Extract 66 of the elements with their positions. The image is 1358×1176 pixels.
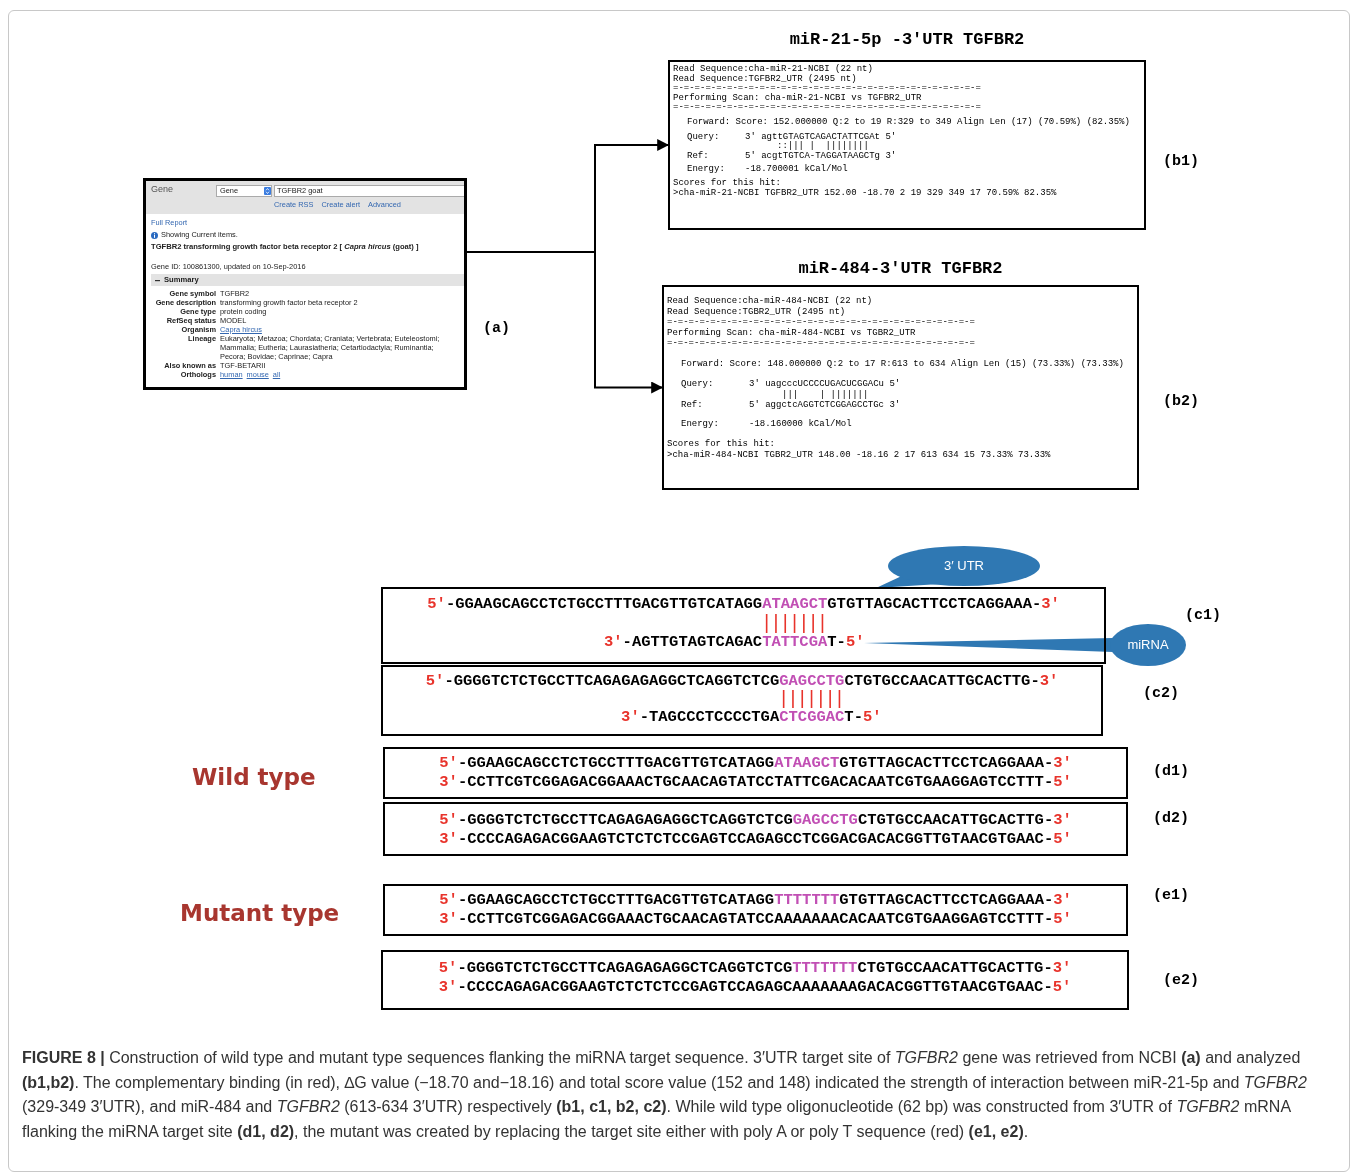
sequence-strand: 3′-TAGCCCTCCCCTGACTCGGACT-5′ bbox=[621, 708, 882, 726]
sequence-strand: 5′-GGAAGCAGCCTCTGCCTTTGACGTTGTCATAGGATAAGCTGTGTTAGCACTTCCTCAGGAAA-3′ bbox=[427, 595, 1060, 613]
field-label: Query: bbox=[687, 132, 721, 143]
output-line: ||| | ||||||| bbox=[782, 389, 869, 400]
output-line: Read Sequence:TGFBR2_UTR (2495 nt) bbox=[673, 74, 857, 85]
output-line: >cha-miR-21-NCBI TGFBR2_UTR 152.00 -18.70 2 19 329 349 17 70.59% 82.35% bbox=[673, 188, 1057, 199]
sequence-box bbox=[381, 587, 1106, 664]
output-line: Forward: Score: 152.000000 Q:2 to 19 R:329 to 349 Align Len (17) (70.59%) (82.35%) bbox=[687, 117, 1130, 128]
sequence-box bbox=[383, 802, 1128, 856]
callout-bubble: miRNA bbox=[1110, 624, 1186, 666]
output-line: =-=-=-=-=-=-=-=-=-=-=-=-=-=-=-=-=-=-=-=-=-=-=-=-=-=-=-=-= bbox=[667, 317, 975, 328]
panel-label: (d2) bbox=[1153, 810, 1189, 828]
field-label: Ref: bbox=[687, 151, 710, 162]
panel-label: (b1) bbox=[1163, 153, 1199, 171]
panel-heading: miR-484-3′UTR TGFBR2 bbox=[797, 258, 1004, 280]
webpage-screenshot bbox=[143, 178, 467, 390]
panel-label: (c1) bbox=[1185, 607, 1221, 625]
panel-label: (b2) bbox=[1163, 393, 1199, 411]
field-label: Ref: bbox=[681, 400, 704, 411]
sequence-strand: 3′-CCTTCGTCGGAGACGGAAACTGCAACAGTATCCTATTCGACACAATCGTGAAGGAGTCCTTT-5′ bbox=[439, 773, 1072, 791]
output-line: Read Sequence:cha-miR-21-NCBI (22 nt) bbox=[673, 65, 873, 74]
output-line: Forward: Score: 148.000000 Q:2 to 17 R:613 to 634 Align Len (15) (73.33%) (73.33%) bbox=[681, 358, 1124, 369]
sequence-strand: 5′-GGAAGCAGCCTCTGCCTTTGACGTTGTCATAGGTTTTTTTGTGTTAGCACTTCCTCAGGAAA-3′ bbox=[439, 891, 1072, 909]
sequence-strand: 5′-GGGGTCTCTGCCTTCAGAGAGAGGCTCAGGTCTCGTTTTTTTCTGTGCCAACATTGCACTTG-3′ bbox=[438, 959, 1072, 977]
output-line: Scores for this hit: bbox=[673, 178, 782, 188]
figure-caption: FIGURE 8 | Construction of wild type and mutant type sequences flanking the miRNA target sequence. 3′UTR target site of TGFBR2 gene was retrieved from NCBI (a) and analyzed (b1,b2). The complementary binding (in red), ∆G value (−18.70 and−18.16) and total score value (152 and 148) indicated the strength of interaction between miR-21-5p and TGFBR2 (329-349 3′UTR), and miR-484 and TGFBR2 (613-634 3′UTR) respectively (b1, c1, b2, c2). While wild type oligonucleotide (62 bp) was constructed from 3′UTR of TGFBR2 mRNA flanking the miRNA target site (d1, d2), the mutant was created by replacing the target site either with poly A or poly T sequence (red) (e1, e2). bbox=[22, 1048, 1308, 1142]
sequence-strand: 5′-GGAAGCAGCCTCTGCCTTTGACGTTGTCATAGGATAAGCTGTGTTAGCACTTCCTCAGGAAA-3′ bbox=[439, 754, 1072, 772]
output-line: >cha-miR-484-NCBI TGBR2_UTR 148.00 -18.16 2 17 613 634 15 73.33% 73.33% bbox=[667, 449, 1051, 460]
field-label: Energy: bbox=[687, 165, 726, 175]
sequence-strand: 5′-GGGGTCTCTGCCTTCAGAGAGAGGCTCAGGTCTCGGAGCCTGCTGTGCCAACATTGCACTTG-3′ bbox=[425, 672, 1059, 690]
sequence-box bbox=[383, 884, 1128, 936]
output-value: 3' agttGTAGTCAGACTATTCGAt 5' bbox=[745, 132, 897, 142]
output-line: =-=-=-=-=-=-=-=-=-=-=-=-=-=-=-=-=-=-=-=-=-=-=-=-=-=-=-=-= bbox=[673, 84, 981, 94]
output-value: 3' uagcccUCCCCUGACUCGGACu 5' bbox=[749, 379, 901, 390]
output-line: Read Sequence:cha-miR-484-NCBI (22 nt) bbox=[667, 296, 873, 307]
output-line: Performing Scan: cha-miR-484-NCBI vs TGBR2_UTR bbox=[667, 327, 916, 338]
panel-label: (d1) bbox=[1153, 763, 1189, 781]
output-line: ::||| | |||||||| bbox=[777, 142, 869, 152]
output-value: 5' acgtTGTCA-TAGGATAAGCTg 3' bbox=[745, 151, 897, 162]
panel-label: (c2) bbox=[1143, 685, 1179, 703]
output-line: Performing Scan: cha-miR-21-NCBI vs TGFBR2_UTR bbox=[673, 93, 922, 104]
output-line: =-=-=-=-=-=-=-=-=-=-=-=-=-=-=-=-=-=-=-=-=-=-=-=-=-=-=-=-= bbox=[667, 338, 975, 349]
sequence-strand: 3′-AGTTGTAGTCAGACTATTCGAT-5′ bbox=[604, 633, 865, 651]
output-value: -18.160000 kCal/Mol bbox=[749, 418, 852, 429]
group-label: Mutant type bbox=[180, 899, 340, 928]
field-label: Query: bbox=[681, 379, 715, 390]
panel-label: (a) bbox=[483, 320, 510, 338]
sequence-box bbox=[383, 747, 1128, 799]
output-value: -18.700001 kCal/Mol bbox=[745, 165, 848, 175]
sequence-strand: 3′-CCCCAGAGACGGAAGTCTCTCTCCGAGTCCAGAGCCTCGGACGACACGGTTGTAACGTGAAC-5′ bbox=[439, 830, 1072, 848]
sequence-strand: 3′-CCTTCGTCGGAGACGGAAACTGCAACAGTATCCAAAAAAACACAATCGTGAAGGAGTCCTTT-5′ bbox=[439, 910, 1072, 928]
sequence-strand: 5′-GGGGTCTCTGCCTTCAGAGAGAGGCTCAGGTCTCGGAGCCTGCTGTGCCAACATTGCACTTG-3′ bbox=[439, 811, 1072, 829]
panel-label: (e2) bbox=[1163, 972, 1199, 990]
sequence-box bbox=[381, 950, 1129, 1010]
panel-label: (e1) bbox=[1153, 887, 1189, 905]
output-value: 5' aggctcAGGTCTCGGAGCCTGc 3' bbox=[749, 400, 901, 411]
sequence-box bbox=[381, 665, 1103, 736]
sequence-strand: 3′-CCCCAGAGACGGAAGTCTCTCTCCGAGTCCAGAGCAAAAAAAGACACGGTTGTAACGTGAAC-5′ bbox=[438, 978, 1072, 996]
output-line: =-=-=-=-=-=-=-=-=-=-=-=-=-=-=-=-=-=-=-=-=-=-=-=-=-=-=-=-= bbox=[673, 103, 981, 113]
panel-heading: miR-21-5p -3′UTR TGFBR2 bbox=[788, 29, 1026, 51]
output-line: Scores for this hit: bbox=[667, 439, 776, 450]
output-line: Read Sequence:TGBR2_UTR (2495 nt) bbox=[667, 306, 846, 317]
page-title: Gene bbox=[151, 183, 174, 196]
group-label: Wild type bbox=[192, 763, 316, 792]
connector-arrow bbox=[466, 251, 664, 394]
field-label: Energy: bbox=[681, 418, 720, 429]
